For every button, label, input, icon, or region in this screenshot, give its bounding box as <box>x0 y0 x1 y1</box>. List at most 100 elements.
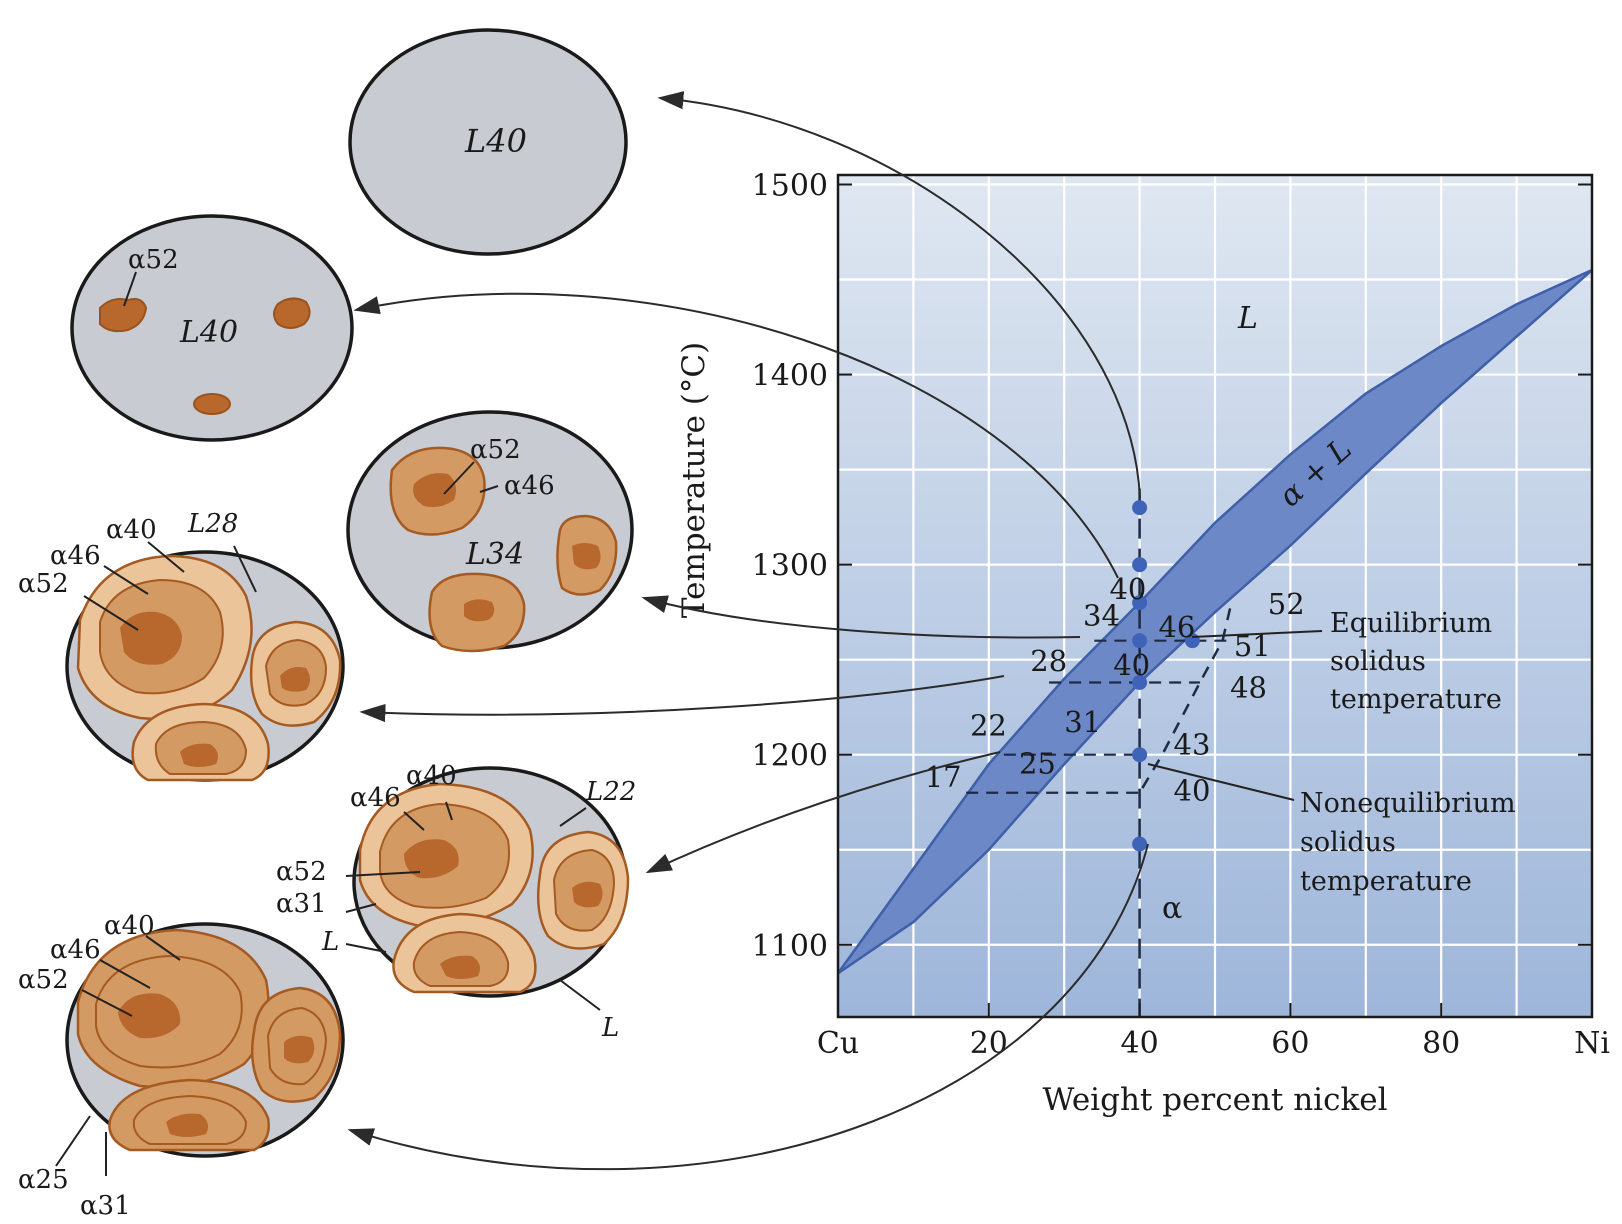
alpha-grain-core <box>572 543 601 570</box>
label-leader <box>103 565 149 595</box>
x-tick-label: Cu <box>817 1026 859 1061</box>
alpha-grain-core <box>280 667 310 692</box>
label-leader <box>479 485 499 493</box>
cooling-point <box>1132 500 1148 516</box>
connector-arrows <box>347 91 1149 1171</box>
nonequilibrium-solidus-leader <box>1147 763 1295 801</box>
alpha-grain-core <box>118 993 181 1039</box>
phase-label: α31 <box>276 889 327 919</box>
phase-label: α52 <box>18 965 69 995</box>
phase-label: α40 <box>106 515 157 545</box>
label-leader <box>445 801 453 821</box>
label-leader <box>443 461 475 495</box>
alpha-grain-core <box>440 955 480 979</box>
phase-label: L <box>601 1013 619 1043</box>
arrow-to-micrograph-3 <box>641 595 1081 639</box>
nonequilibrium-solidus-line <box>1138 608 1232 794</box>
phase-label: L <box>321 927 339 957</box>
label-leader <box>99 959 151 989</box>
phase-label: L40 <box>179 315 238 350</box>
label-leader <box>81 989 133 1017</box>
annotation-line: Equilibrium <box>1330 608 1492 639</box>
cooling-point <box>1132 595 1148 611</box>
alpha-grain-core <box>404 839 459 879</box>
label-leader <box>55 1115 91 1167</box>
annotation-line: solidus <box>1300 827 1396 858</box>
alpha-grain-core <box>166 1113 208 1137</box>
label-leader <box>123 271 137 307</box>
cooling-point <box>1132 747 1148 763</box>
phase-label: α52 <box>18 569 69 599</box>
composition-label: 31 <box>1064 705 1101 739</box>
x-tick-label: 20 <box>970 1026 1008 1061</box>
label-leader <box>345 871 421 877</box>
composition-label: 40 <box>1113 648 1150 682</box>
x-axis-title: Weight percent nickel <box>1043 1082 1388 1118</box>
x-tick-label: 40 <box>1121 1026 1159 1061</box>
phase-label: α25 <box>18 1165 69 1195</box>
composition-label: 43 <box>1174 728 1211 762</box>
label-leader <box>559 979 601 1011</box>
alpha-grain-core <box>284 1035 315 1064</box>
liquid-region-label: L <box>1237 301 1258 336</box>
label-leader <box>233 545 257 593</box>
composition-label: 28 <box>1030 644 1067 678</box>
solid-region-label: α <box>1162 891 1182 926</box>
micrograph-disk <box>348 28 628 256</box>
alpha-grain <box>193 393 231 415</box>
micrograph-1: L40 <box>348 28 628 256</box>
cooling-point <box>1132 836 1148 852</box>
phase-label: α40 <box>406 761 457 791</box>
label-leader <box>147 541 185 573</box>
phase-label: α46 <box>504 471 555 501</box>
x-tick-label: 60 <box>1271 1026 1309 1061</box>
y-tick-label: 1300 <box>752 549 828 584</box>
axis-ticks <box>837 183 1593 1017</box>
annotation-line: temperature <box>1330 684 1502 715</box>
composition-label: 34 <box>1083 598 1120 632</box>
micrograph-4: α40 L28 α46 α52 <box>18 509 345 782</box>
cooling-point <box>1132 557 1148 573</box>
phase-label: α46 <box>50 541 101 571</box>
equilibrium-solidus-annotation: Equilibrium solidus temperature <box>1191 608 1502 715</box>
annotation-line: Nonequilibrium <box>1300 788 1516 819</box>
phase-label: α46 <box>50 935 101 965</box>
y-tick-label: 1200 <box>752 739 828 774</box>
composition-label: 22 <box>970 709 1007 743</box>
y-tick-label: 1100 <box>752 929 828 964</box>
phase-label: L34 <box>465 537 524 572</box>
composition-label: 48 <box>1230 671 1267 705</box>
y-tick-label: 1400 <box>752 359 828 394</box>
micrograph-2: α52 L40 <box>70 214 354 442</box>
phase-label: α46 <box>350 783 401 813</box>
label-leader <box>345 903 377 913</box>
cooling-point <box>1132 674 1148 690</box>
x-tick-label: Ni <box>1574 1026 1610 1061</box>
nonequilibrium-solidus-annotation: Nonequilibrium solidus temperature <box>1147 763 1516 897</box>
phase-label: L22 <box>585 777 636 807</box>
annotation-line: solidus <box>1330 646 1426 677</box>
arrow-to-micrograph-1 <box>657 91 1141 499</box>
label-leader <box>145 935 181 961</box>
alpha-grain <box>273 297 311 329</box>
micrograph-6: α40 α46 α52 α25 α31 <box>18 911 345 1221</box>
composition-label: 40 <box>1109 572 1146 606</box>
composition-label: 25 <box>1019 747 1056 781</box>
micrograph-3: α52 α46 L34 <box>346 410 634 653</box>
composition-label: 40 <box>1174 773 1211 807</box>
label-leader <box>83 595 139 631</box>
alpha-grain-core <box>572 881 603 908</box>
composition-label: 46 <box>1158 610 1195 644</box>
phase-label: L40 <box>464 122 527 160</box>
micrograph-disk <box>70 214 354 442</box>
equilibrium-solidus-leader <box>1191 630 1323 638</box>
tie-lines <box>966 639 1231 794</box>
alpha-grain-core <box>120 611 182 665</box>
label-leader <box>403 811 425 831</box>
y-axis-title: Temperature (°C) <box>676 342 712 618</box>
